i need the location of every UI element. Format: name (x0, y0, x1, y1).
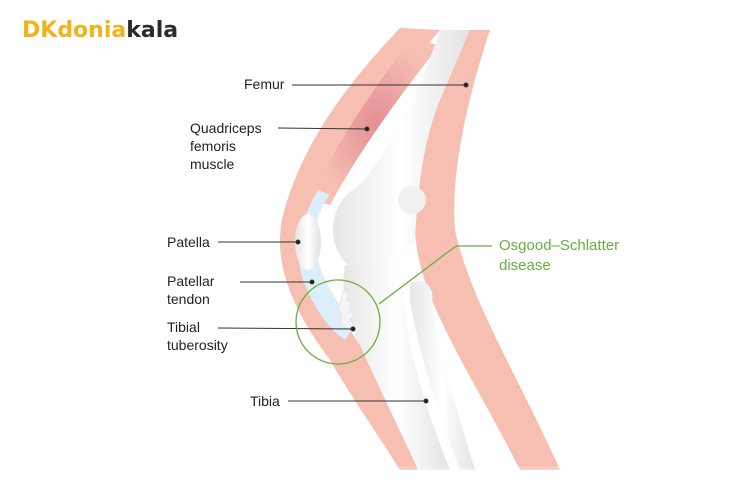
patella-bone (295, 214, 321, 270)
tuberosity-fragment (337, 289, 355, 330)
label-tibia: Tibia (250, 393, 280, 409)
label-patella: Patella (167, 234, 210, 250)
logo-mark: DK (22, 18, 58, 43)
doniakala-logo: DKdoniakala (22, 18, 179, 43)
quadriceps-muscle (312, 40, 440, 205)
label-tibial-tuberosity: Tibial tuberosity (167, 319, 228, 353)
label-osgood-schlatter: Osgood–Schlatter disease (499, 237, 620, 274)
femur-bone (333, 30, 470, 274)
back-skin (415, 30, 560, 470)
label-quadriceps: Quadriceps femoris muscle (190, 120, 262, 172)
disease-callout (295, 245, 492, 365)
label-patellar-tendon: Patellar tendon (167, 273, 215, 307)
front-skin (279, 28, 440, 470)
femur-condyle-back (398, 186, 426, 214)
label-femur: Femur (244, 76, 285, 92)
